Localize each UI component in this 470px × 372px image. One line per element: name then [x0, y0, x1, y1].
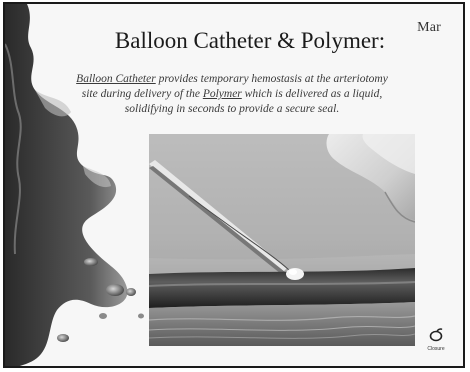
slide: Mar Balloon Catheter & Polymer: Balloon … [3, 2, 465, 368]
company-logo: Closure [421, 328, 451, 352]
catheter-in-vessel-photo [149, 134, 415, 346]
photo-illustration [149, 134, 415, 346]
slide-description: Balloon Catheter provides temporary hemo… [67, 72, 397, 117]
term-polymer: Polymer [203, 88, 242, 100]
slide-title: Balloon Catheter & Polymer: [95, 28, 405, 54]
term-balloon-catheter: Balloon Catheter [76, 73, 156, 85]
corner-mark: Mar [417, 20, 441, 36]
ink-splash-decoration [5, 4, 155, 368]
company-logo-word: Closure [421, 346, 451, 352]
company-logo-icon [428, 328, 444, 342]
